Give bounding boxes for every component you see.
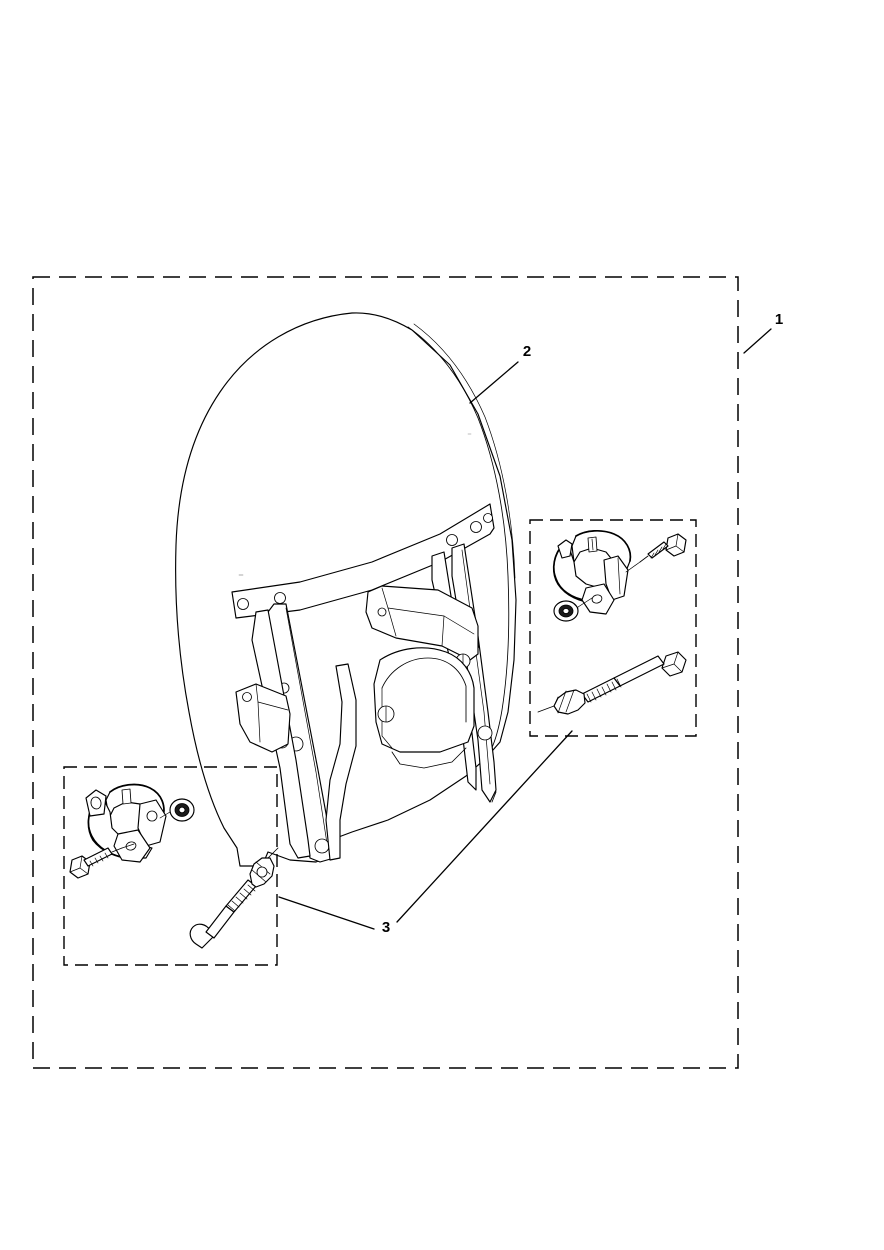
- assembly-guide-line: [577, 597, 593, 608]
- callout-1-label: 1: [775, 311, 783, 328]
- clamp-nut: [553, 600, 579, 622]
- callout-1: 1: [743, 311, 783, 354]
- kit-boundary-frame: [32, 276, 739, 1069]
- mounting-bolt-long: [581, 651, 687, 703]
- callout-2: 2: [469, 343, 531, 404]
- clamp-nut-left: [169, 798, 195, 822]
- callout-2-leader: [469, 361, 519, 404]
- centre-stay: [325, 663, 357, 861]
- callout-3-leader-left: [278, 896, 375, 930]
- left-mount-flange: [235, 683, 291, 753]
- headlamp-shell: [373, 647, 475, 769]
- spacer-bush: [537, 689, 586, 715]
- clamp-bolt-short-left: [69, 847, 123, 879]
- mounting-bolt-long-left: [189, 879, 257, 949]
- callout-2-label: 2: [523, 343, 531, 360]
- handlebar-clamp-lower-half-left: [85, 789, 167, 863]
- assembly-guide-line-left-2: [121, 843, 135, 849]
- clamp-bolt-short: [639, 533, 687, 563]
- assembly-guide-line-2: [625, 561, 641, 573]
- callout-3-label: 3: [382, 919, 390, 936]
- callout-3: 3: [278, 730, 573, 936]
- callout-1-leader: [743, 328, 772, 354]
- left-fitting-kit-box: [63, 766, 279, 966]
- callout-3-leader-right: [396, 730, 573, 923]
- trim-rail: [231, 503, 495, 619]
- right-fitting-kit-box: [529, 519, 697, 737]
- assembly-guide-line-left-1: [159, 811, 171, 819]
- spacer-bush-left: [249, 847, 279, 888]
- handlebar-clamp-lower-half: [552, 539, 629, 615]
